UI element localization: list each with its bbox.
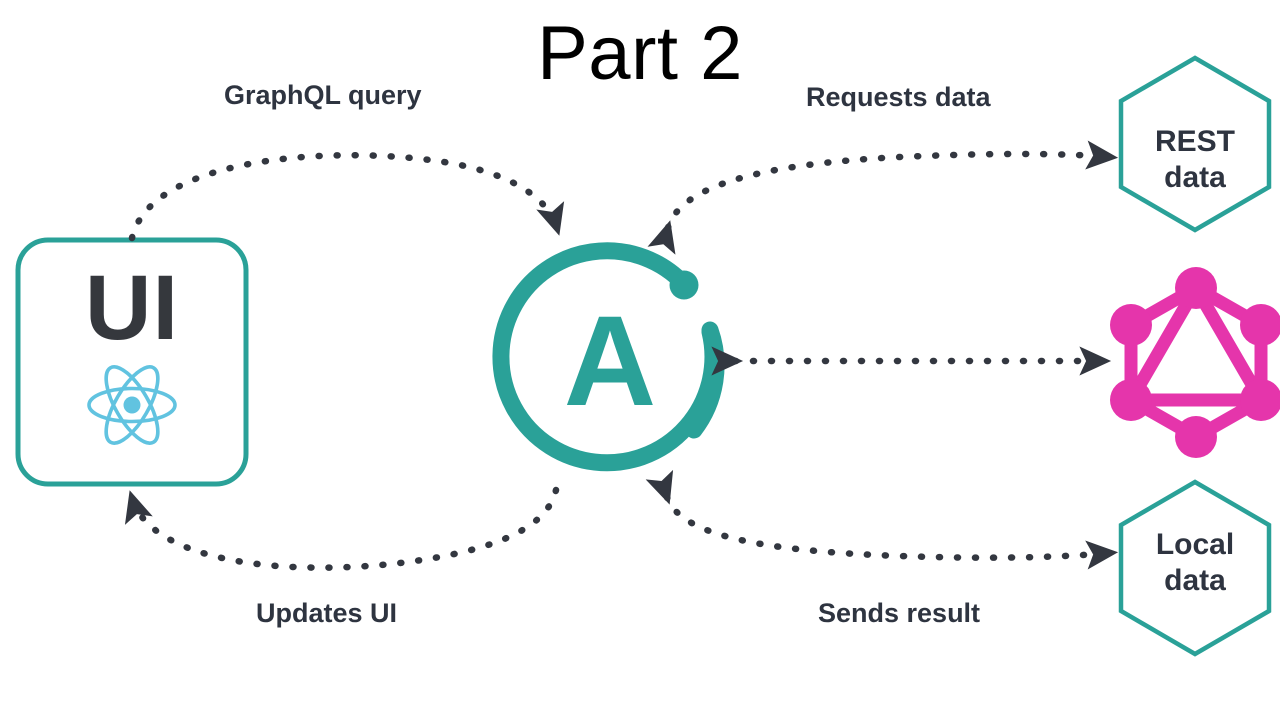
ui-node-label: UI xyxy=(85,257,179,359)
rest-data-label-line1: REST xyxy=(1154,125,1235,158)
edge-apollo-to-rest xyxy=(647,140,1119,255)
apollo-arc-segment xyxy=(685,321,725,439)
rest-data-hexagon xyxy=(1118,55,1272,233)
graphql-logo-nodes xyxy=(1110,267,1280,458)
page-title: Part 2 xyxy=(537,11,743,96)
node-apollo[interactable] xyxy=(492,242,725,472)
node-graphql[interactable] xyxy=(1110,267,1280,458)
apollo-arc-dot xyxy=(669,270,699,300)
node-rest-data[interactable] xyxy=(1118,55,1272,233)
edge-label-sends-result: Sends result xyxy=(818,598,981,628)
edge-label-requests-data: Requests data xyxy=(806,82,991,112)
edge-local-to-apollo xyxy=(645,469,1119,570)
node-local-data[interactable] xyxy=(1118,479,1272,657)
apollo-letter-label: A xyxy=(563,290,657,433)
local-data-label-line2: data xyxy=(1164,564,1226,597)
edge-label-updates-ui: Updates UI xyxy=(256,598,398,628)
graphql-logo xyxy=(1124,281,1268,444)
edge-apollo-to-ui xyxy=(125,486,560,571)
local-data-hexagon xyxy=(1118,479,1272,657)
local-data-label-line1: Local xyxy=(1155,528,1235,561)
react-logo xyxy=(87,365,177,445)
apollo-logo xyxy=(492,242,725,472)
edge-label-graphql-query: GraphQL query xyxy=(224,80,422,110)
edge-ui-to-apollo xyxy=(128,151,565,242)
rest-data-label-line2: data xyxy=(1164,161,1226,194)
